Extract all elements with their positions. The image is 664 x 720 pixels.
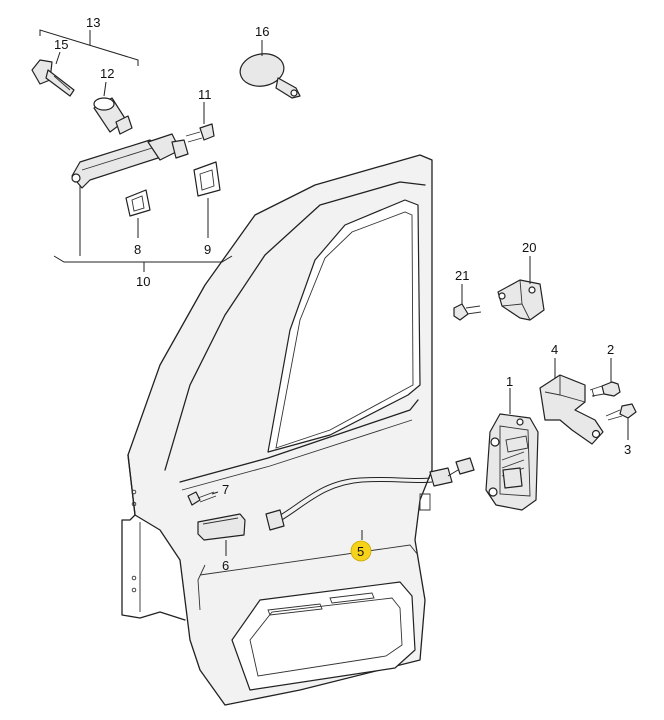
callout-labels: 13 15 12 16 11 8 9 10 20 21 4 2 1 3 7 6 … bbox=[54, 15, 631, 573]
striker-plate bbox=[497, 279, 545, 321]
label-8: 8 bbox=[134, 242, 141, 257]
label-4: 4 bbox=[551, 342, 558, 357]
door-lock bbox=[485, 413, 539, 511]
key bbox=[31, 59, 75, 97]
label-12: 12 bbox=[100, 66, 114, 81]
highlight-marker bbox=[350, 540, 372, 562]
gasket-9 bbox=[193, 161, 221, 197]
label-20: 20 bbox=[522, 240, 536, 255]
lock-rod bbox=[265, 457, 475, 531]
handle-screw bbox=[187, 491, 217, 506]
label-5: 5 bbox=[357, 544, 364, 559]
lock-cylinder bbox=[93, 97, 133, 135]
label-21: 21 bbox=[455, 268, 469, 283]
window-opening bbox=[267, 199, 421, 453]
screw-21 bbox=[453, 303, 482, 321]
label-2: 2 bbox=[607, 342, 614, 357]
label-10: 10 bbox=[136, 274, 150, 289]
screw-11 bbox=[185, 123, 215, 143]
label-6: 6 bbox=[222, 558, 229, 573]
label-9: 9 bbox=[204, 242, 211, 257]
label-13: 13 bbox=[86, 15, 100, 30]
label-15: 15 bbox=[54, 37, 68, 52]
leader-lines bbox=[39, 29, 629, 556]
door-panel bbox=[121, 154, 433, 706]
label-1: 1 bbox=[506, 374, 513, 389]
label-7: 7 bbox=[222, 482, 229, 497]
label-16: 16 bbox=[255, 24, 269, 39]
label-3: 3 bbox=[624, 442, 631, 457]
gasket-8 bbox=[125, 189, 151, 217]
outside-handle bbox=[71, 133, 189, 189]
screw-3 bbox=[605, 403, 637, 421]
inner-handle bbox=[197, 513, 246, 541]
hinge-holes bbox=[131, 489, 137, 593]
lock-bracket bbox=[539, 374, 604, 445]
label-11: 11 bbox=[198, 87, 212, 102]
cap-16 bbox=[239, 53, 301, 99]
screw-2 bbox=[589, 381, 621, 398]
